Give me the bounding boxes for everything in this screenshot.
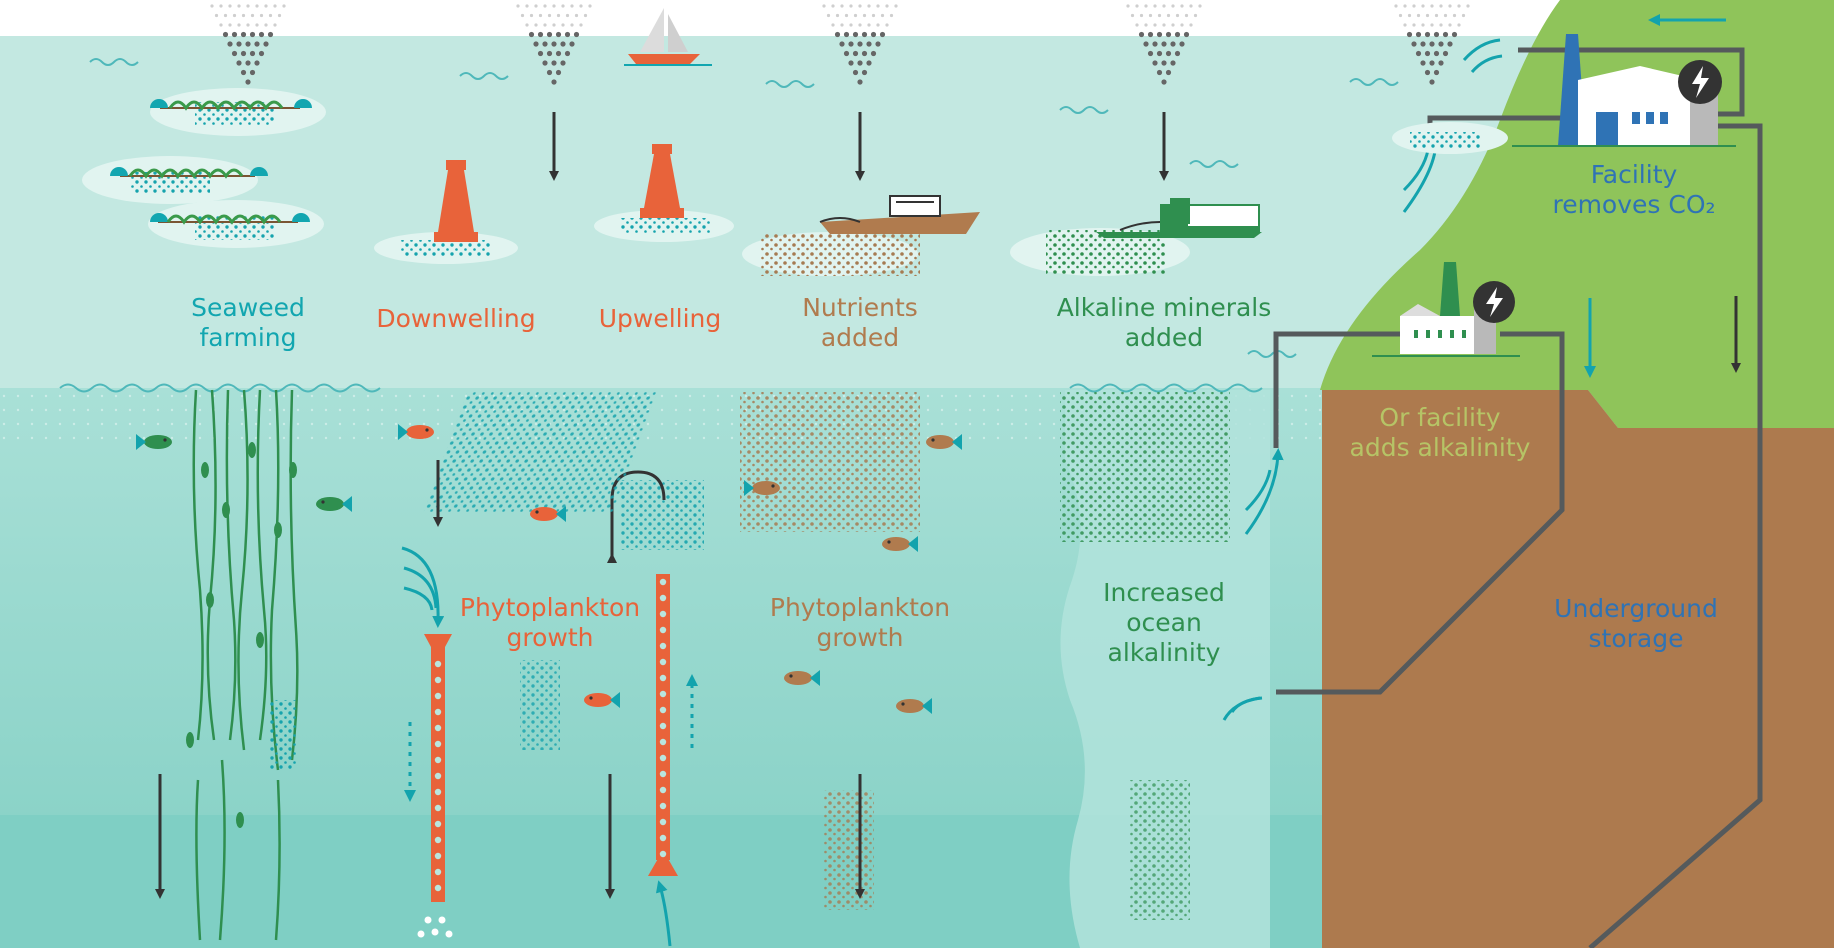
fish (316, 496, 352, 512)
mineral-ship (1010, 198, 1262, 276)
label-facility-removes-co2: Facility removes CO₂ (1552, 160, 1716, 219)
wave-marks (59, 58, 1399, 393)
fish (882, 536, 918, 552)
fish (784, 670, 820, 686)
water-flow-arrows (401, 14, 1726, 947)
label-nutrients-added: Nutrients added (802, 293, 918, 352)
fish (926, 434, 962, 450)
label-seaweed-farming: Seaweed farming (191, 293, 305, 352)
label-downwelling: Downwelling (376, 304, 536, 333)
label-or-facility-adds-alkalinity: Or facility adds alkalinity (1349, 403, 1531, 462)
earth-brown (1322, 390, 1834, 948)
sailboat (624, 8, 712, 66)
fish (530, 506, 566, 522)
plankton-cloud-teal (423, 392, 658, 512)
downwelling-pipe (431, 640, 445, 902)
sinking-arrows (155, 112, 1741, 899)
label-alkaline-minerals-added: Alkaline minerals added (1056, 293, 1272, 352)
seaweed-farm (82, 88, 326, 941)
label-upwelling: Upwelling (598, 304, 722, 333)
alkalinity-cloud-green (1060, 392, 1230, 542)
rain-cones (210, 4, 1470, 85)
co2-removal-facility (1392, 34, 1736, 154)
fish (136, 434, 172, 450)
alkalinity-facility (1372, 262, 1520, 357)
downwelling-buoy (374, 160, 518, 264)
label-phytoplankton-growth-right: Phytoplankton growth (769, 593, 951, 652)
upwelling-pipe (656, 574, 670, 860)
sky-band (0, 0, 1834, 36)
fish (584, 692, 620, 708)
fish-school (136, 424, 962, 714)
upwelling-buoy (594, 144, 734, 242)
fish (398, 424, 434, 440)
label-phytoplankton-growth-left: Phytoplankton growth (459, 593, 641, 652)
fish (896, 698, 932, 714)
plankton-cloud-brown (740, 392, 920, 532)
label-increased-ocean-alkalinity: Increased ocean alkalinity (1103, 578, 1225, 667)
label-underground-storage: Underground storage (1554, 594, 1718, 653)
fish (744, 480, 780, 496)
nutrient-ship (742, 195, 980, 276)
